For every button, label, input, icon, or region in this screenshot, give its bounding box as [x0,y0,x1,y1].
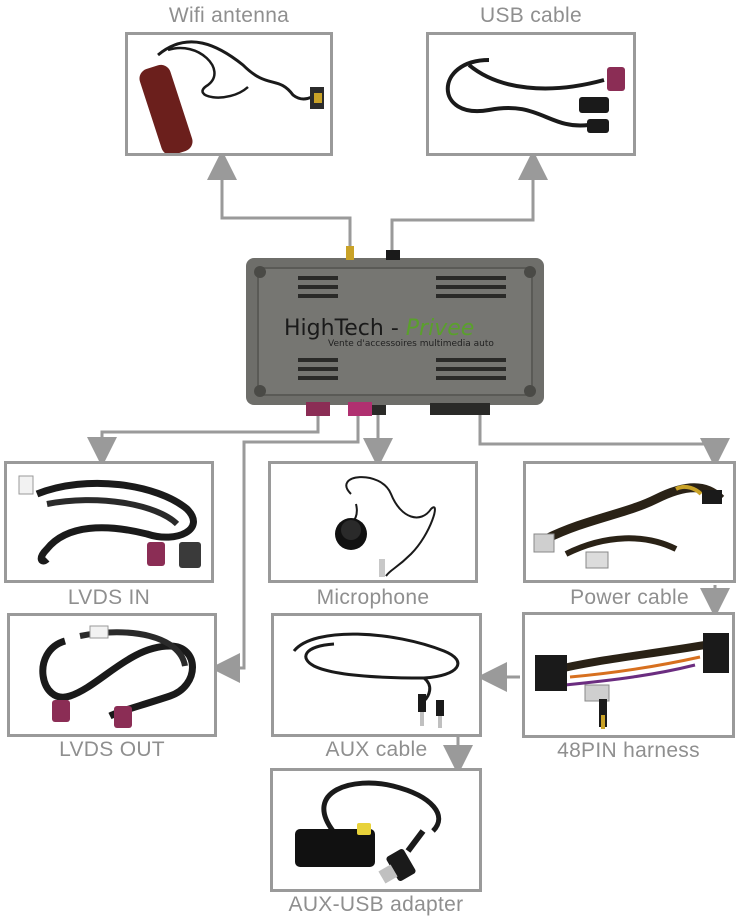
label-power-cable: Power cable [570,586,689,609]
arrow-to-lvds-out [210,415,360,683]
frame-power-cable [523,461,736,583]
arrow-to-lvds-in [87,412,320,467]
frame-lvds-out [7,613,217,737]
frame-wifi-antenna [125,32,333,156]
antenna-port [346,246,354,260]
label-wifi-antenna: Wifi antenna [168,4,290,27]
arrow-to-usb [390,150,548,250]
power-port [430,403,490,415]
label-microphone: Microphone [316,586,430,609]
power-cable-image [533,483,725,569]
lvds-port-2 [348,402,372,416]
lvds-in-image [18,475,201,568]
brand-main: HighTech - [284,316,406,341]
frame-usb-cable [426,32,636,156]
interface-box-image [246,258,544,405]
label-lvds-out: LVDS OUT [59,738,165,761]
interface-box: HighTech - Privee Vente d'accessoires mu… [246,258,544,405]
frame-microphone [268,461,478,583]
usb-cable-image [445,58,625,133]
aux-usb-adapter-image [295,780,442,884]
brand-tagline: Vente d'accessoires multimedia auto [328,339,494,349]
label-lvds-in: LVDS IN [67,586,151,609]
label-48pin-harness: 48PIN harness [557,739,700,762]
frame-48pin-harness [522,612,735,738]
wifi-antenna-image [139,40,324,156]
frame-aux-cable [271,613,482,737]
frame-lvds-in [4,461,214,583]
arrow-to-wifi [207,150,352,250]
label-aux-cable: AUX cable [325,738,428,761]
aux-cable-image [292,632,460,728]
label-aux-usb-adapter: AUX-USB adapter [288,893,464,916]
microphone-image [335,476,436,577]
48pin-harness-image [535,633,729,729]
lvds-port-1 [306,402,330,416]
mic-port [372,405,386,415]
lvds-out-image [39,625,196,728]
frame-aux-usb-adapter [270,768,482,892]
arrow-to-power [478,415,730,468]
brand-logo: HighTech - Privee Vente d'accessoires mu… [284,316,494,349]
label-usb-cable: USB cable [480,4,582,27]
brand-accent: Privee [405,316,475,341]
usb-port [386,250,400,260]
